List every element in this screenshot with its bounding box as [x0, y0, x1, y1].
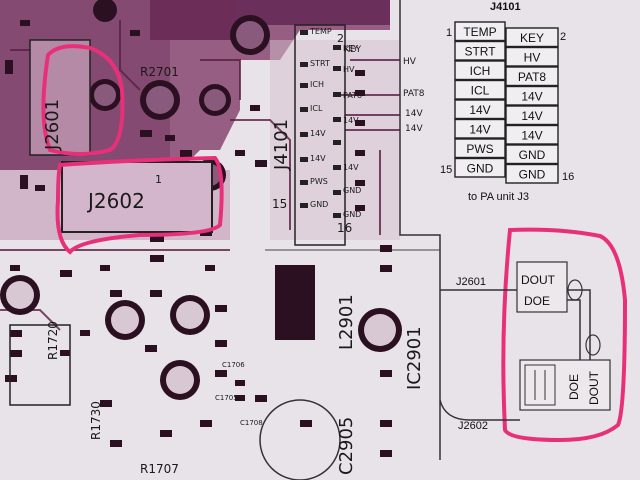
label-pin1-j2602: 1 [155, 173, 162, 186]
legend-right-cell [505, 66, 559, 87]
label-pin2-board: 2 [337, 32, 344, 45]
legend-right-label: GND [519, 168, 546, 182]
inset-dout-bottom: DOUT [587, 370, 601, 405]
legend-title: J4101 [490, 1, 521, 13]
label-r2701: R2701 [140, 65, 179, 79]
inset-j2602: J2602 [458, 420, 488, 432]
board-outside-label: PAT8 [403, 89, 425, 99]
legend-left-cell [454, 79, 506, 100]
legend-pin1: 1 [446, 27, 452, 39]
label-j4101-board: J4101 [271, 119, 292, 171]
label-ic2901: IC2901 [404, 326, 425, 390]
board-pin-label-left: PWS [310, 177, 328, 186]
legend-left-cell [454, 118, 506, 139]
board-pin-label-left: STRT [310, 59, 330, 68]
legend-left-label: 14V [469, 123, 490, 137]
legend-right-cell [505, 163, 559, 184]
legend-right-label: 14V [521, 90, 542, 104]
legend-caption: to PA unit J3 [468, 191, 529, 203]
board-outside-label: KEY [344, 45, 362, 55]
legend-left-cell [454, 99, 506, 120]
legend-pin2: 2 [560, 31, 566, 43]
label-r1720: R1720 [46, 321, 60, 360]
legend-left-label: 14V [469, 103, 490, 117]
legend-pin15: 15 [440, 164, 452, 176]
label-pin16-board: 16 [337, 221, 352, 235]
label-l2901: L2901 [336, 294, 357, 350]
board-pin-label-right: PAT8 [343, 91, 362, 100]
inset-doe-bottom: DOE [567, 374, 581, 400]
board-pin-label-right: HV [343, 65, 355, 74]
legend-left-label: TEMP [463, 25, 496, 39]
inset-dout-top: DOUT [521, 273, 556, 287]
label-r1730: R1730 [89, 401, 103, 440]
legend-left-label: ICL [471, 84, 490, 98]
board-pin-label-left: ICL [310, 104, 323, 113]
board-pin-label-right: KEY [343, 44, 358, 53]
legend-right-cell [505, 85, 559, 106]
board-pin-label-right: 14V [343, 116, 359, 125]
label-j2601: J2601 [42, 99, 63, 151]
legend-left-cell [454, 157, 506, 178]
label-c1705: C1705 [215, 394, 238, 402]
board-pin-label-left: 14V [310, 154, 326, 163]
legend-right-cell [505, 144, 559, 165]
legend-left-label: GND [467, 162, 494, 176]
board-pin-label-right: 14V [343, 163, 359, 172]
legend-right-cell [505, 105, 559, 126]
legend-left-cell [454, 138, 506, 159]
legend-right-cell [505, 27, 559, 48]
legend-right-label: HV [524, 51, 541, 65]
board-pin-label-left: 14V [310, 129, 326, 138]
label-j2602: J2602 [86, 189, 145, 213]
board-pin-label-right: GND [343, 186, 361, 195]
board-outside-label: 14V [405, 109, 423, 119]
legend-left-cell [454, 21, 506, 42]
board-pin-label-left: ICH [310, 80, 324, 89]
board-pin-label-right: GND [343, 210, 361, 219]
label-r1707: R1707 [140, 462, 179, 476]
legend-left-label: PWS [466, 142, 493, 156]
legend-right-label: GND [519, 148, 546, 162]
inset-j2601: J2601 [456, 276, 486, 288]
legend-left-label: STRT [464, 45, 496, 59]
label-c1706: C1706 [222, 361, 245, 369]
inset-doe-top: DOE [524, 294, 550, 308]
legend-left-label: ICH [470, 64, 491, 78]
board-pin-label-left: GND [310, 200, 328, 209]
legend-right-label: 14V [521, 109, 542, 123]
legend-right-label: PAT8 [518, 70, 547, 84]
board-outside-label: 14V [405, 124, 423, 134]
label-c2905: C2905 [336, 417, 357, 475]
board-pin-label-left: TEMP [309, 27, 332, 36]
legend-right-label: KEY [520, 31, 544, 45]
label-c1708: C1708 [240, 419, 263, 427]
legend-right-cell [505, 124, 559, 145]
legend-right-label: 14V [521, 129, 542, 143]
board-outside-label: HV [403, 57, 417, 67]
legend-pin16: 16 [562, 171, 574, 183]
legend-right-cell [505, 46, 559, 67]
label-pin15-board: 15 [272, 197, 287, 211]
legend-left-cell [454, 40, 506, 61]
legend-left-cell [454, 60, 506, 81]
